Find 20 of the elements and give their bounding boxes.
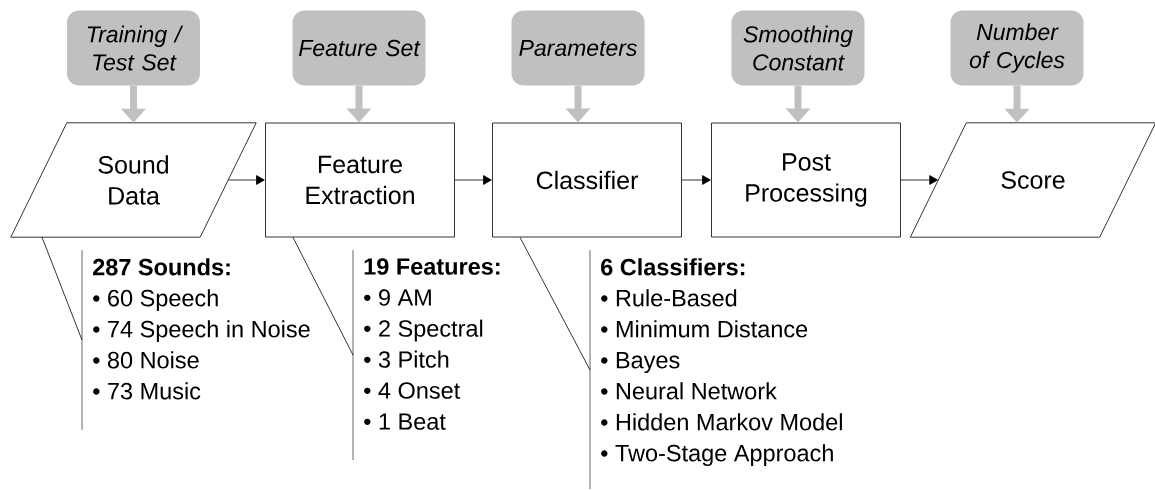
arrow	[227, 175, 265, 185]
process-box: Feature Extraction	[265, 122, 455, 238]
data-parallelogram: Score	[909, 122, 1155, 238]
leader-line	[41, 236, 83, 341]
process-box: Post Processing	[711, 122, 901, 238]
input-box: Smoothing Constant	[731, 10, 865, 86]
arrow	[454, 175, 492, 185]
callout-note: 287 Sounds: • 60 Speech • 74 Speech in Noise • 80 Noise • 73 Music	[81, 249, 310, 431]
arrow	[900, 175, 938, 185]
input-box: Feature Set	[292, 10, 426, 86]
process-box: Classifier	[492, 122, 682, 238]
callout-note: 19 Features: • 9 AM • 2 Spectral • 3 Pitch • 4 Onset • 1 Beat	[352, 249, 500, 461]
leader-line	[292, 237, 354, 356]
data-parallelogram: Sound Data	[10, 122, 257, 238]
input-box: Training / Test Set	[67, 10, 200, 86]
input-box: Parameters	[511, 10, 645, 86]
leader-line	[519, 237, 591, 371]
callout-note: 6 Classifiers: • Rule-Based • Minimum Distance • Bayes • Neural Network • Hidden Markov Model • Two-Stage Approach	[589, 249, 842, 490]
arrow	[681, 175, 711, 185]
input-box: Number of Cycles	[950, 10, 1084, 86]
